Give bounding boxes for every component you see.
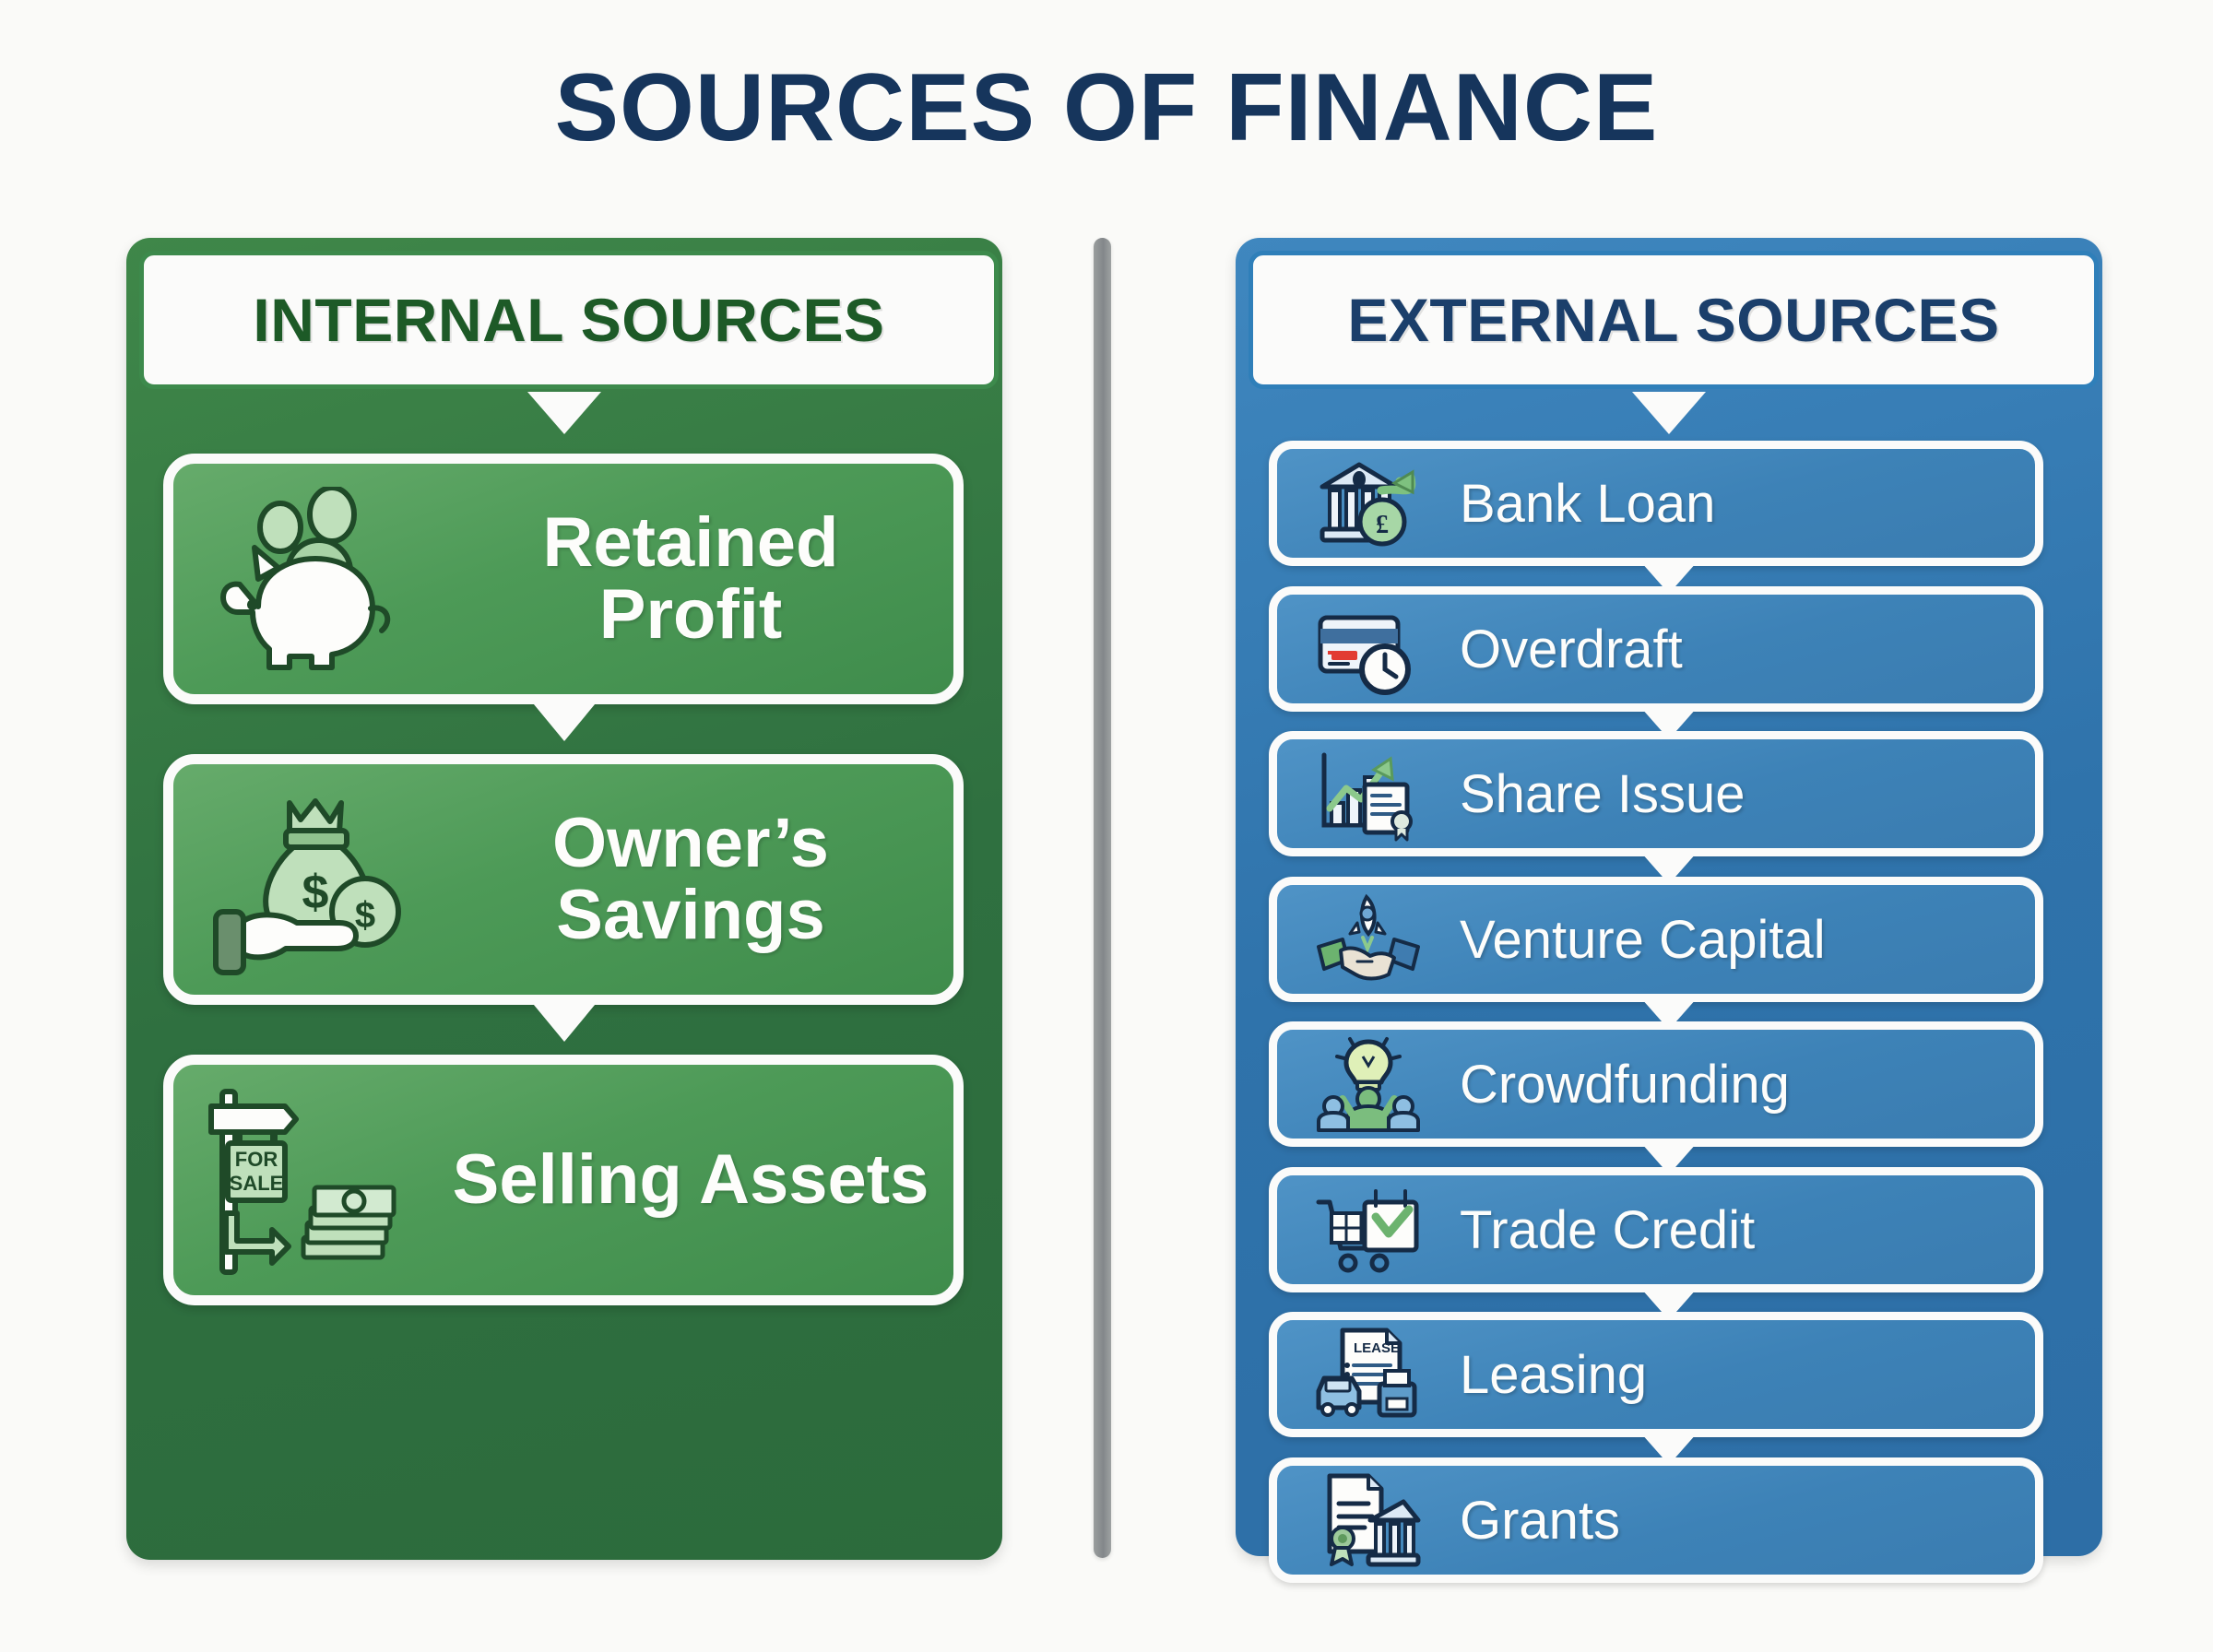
external-row-crowdfunding[interactable]: Crowdfunding <box>1269 1021 2043 1147</box>
external-connector-notch-icon-3 <box>1641 853 1697 884</box>
external-row-label: Grants <box>1460 1490 1621 1551</box>
external-row-label: Bank Loan <box>1460 473 1716 534</box>
external-connector-notch-icon-2 <box>1641 708 1697 739</box>
lease-document-car-icon: LEASE <box>1299 1327 1438 1422</box>
internal-connector-notch-icon-1 <box>529 699 599 741</box>
internal-sources-panel: INTERNAL SOURCES £ Retained Profit <box>126 238 1002 1560</box>
external-connector-notch-icon-6 <box>1641 1289 1697 1320</box>
internal-connector-notch-icon-2 <box>529 999 599 1042</box>
external-connector-notch-icon-4 <box>1641 998 1697 1030</box>
external-row-label: Share Issue <box>1460 763 1746 824</box>
svg-text:£: £ <box>1376 511 1389 539</box>
external-header-notch-icon <box>1632 392 1706 434</box>
people-lightbulb-icon <box>1299 1036 1438 1132</box>
svg-text:$: $ <box>302 866 329 919</box>
svg-text:SALE: SALE <box>230 1172 284 1195</box>
external-sources-heading-card: EXTERNAL SOURCES <box>1249 251 2099 389</box>
internal-card-selling-assets[interactable]: FOR SALE Selling Assets <box>163 1055 964 1305</box>
external-row-leasing[interactable]: LEASE Leasing <box>1269 1312 2043 1437</box>
internal-sources-heading-label: INTERNAL SOURCES <box>253 286 885 354</box>
svg-text:FOR: FOR <box>235 1148 278 1171</box>
svg-text:$: $ <box>355 895 375 936</box>
internal-sources-heading-card: INTERNAL SOURCES <box>139 251 999 389</box>
external-row-share-issue[interactable]: Share Issue <box>1269 731 2043 856</box>
external-row-overdraft[interactable]: Overdraft <box>1269 586 2043 712</box>
external-sources-heading-label: EXTERNAL SOURCES <box>1347 286 2000 354</box>
money-bag-in-hand-icon: $ $ <box>173 783 450 976</box>
external-row-label: Leasing <box>1460 1344 1648 1405</box>
internal-header-notch-icon <box>527 392 601 434</box>
bank-building-pound-icon: £ <box>1299 455 1438 551</box>
external-sources-panel: EXTERNAL SOURCES £ Bank Loan <box>1236 238 2102 1583</box>
growth-chart-certificate-icon <box>1299 746 1438 842</box>
external-row-label: Venture Capital <box>1460 909 1826 970</box>
external-row-trade-credit[interactable]: Trade Credit <box>1269 1167 2043 1292</box>
handshake-rocket-icon <box>1299 891 1438 987</box>
certificate-seal-government-icon <box>1299 1472 1438 1568</box>
external-connector-notch-icon-5 <box>1641 1143 1697 1174</box>
svg-text:LEASE: LEASE <box>1354 1340 1400 1356</box>
page-title: SOURCES OF FINANCE <box>554 54 1659 161</box>
internal-card-retained-profit[interactable]: £ Retained Profit <box>163 454 964 704</box>
internal-card-label: Retained Profit <box>542 503 839 654</box>
internal-card-label: Owner’s Savings <box>552 804 829 954</box>
credit-card-clock-icon <box>1299 601 1438 697</box>
internal-card-label: Selling Assets <box>452 1140 929 1220</box>
external-row-bank-loan[interactable]: £ Bank Loan <box>1269 441 2043 566</box>
internal-card-owners-savings[interactable]: $ $ Owner’s Savings <box>163 754 964 1005</box>
external-row-grants[interactable]: Grants <box>1269 1457 2043 1583</box>
piggy-bank-icon: £ <box>173 487 450 671</box>
external-row-label: Overdraft <box>1460 619 1683 679</box>
external-connector-notch-icon-1 <box>1641 562 1697 594</box>
external-connector-notch-icon-7 <box>1641 1434 1697 1465</box>
external-row-label: Crowdfunding <box>1460 1054 1790 1115</box>
external-row-venture-capital[interactable]: Venture Capital <box>1269 877 2043 1002</box>
shopping-cart-calendar-check-icon <box>1299 1182 1438 1278</box>
vertical-divider <box>1094 238 1111 1558</box>
external-row-label: Trade Credit <box>1460 1199 1756 1260</box>
for-sale-sign-cash-icon: FOR SALE <box>173 1079 450 1281</box>
